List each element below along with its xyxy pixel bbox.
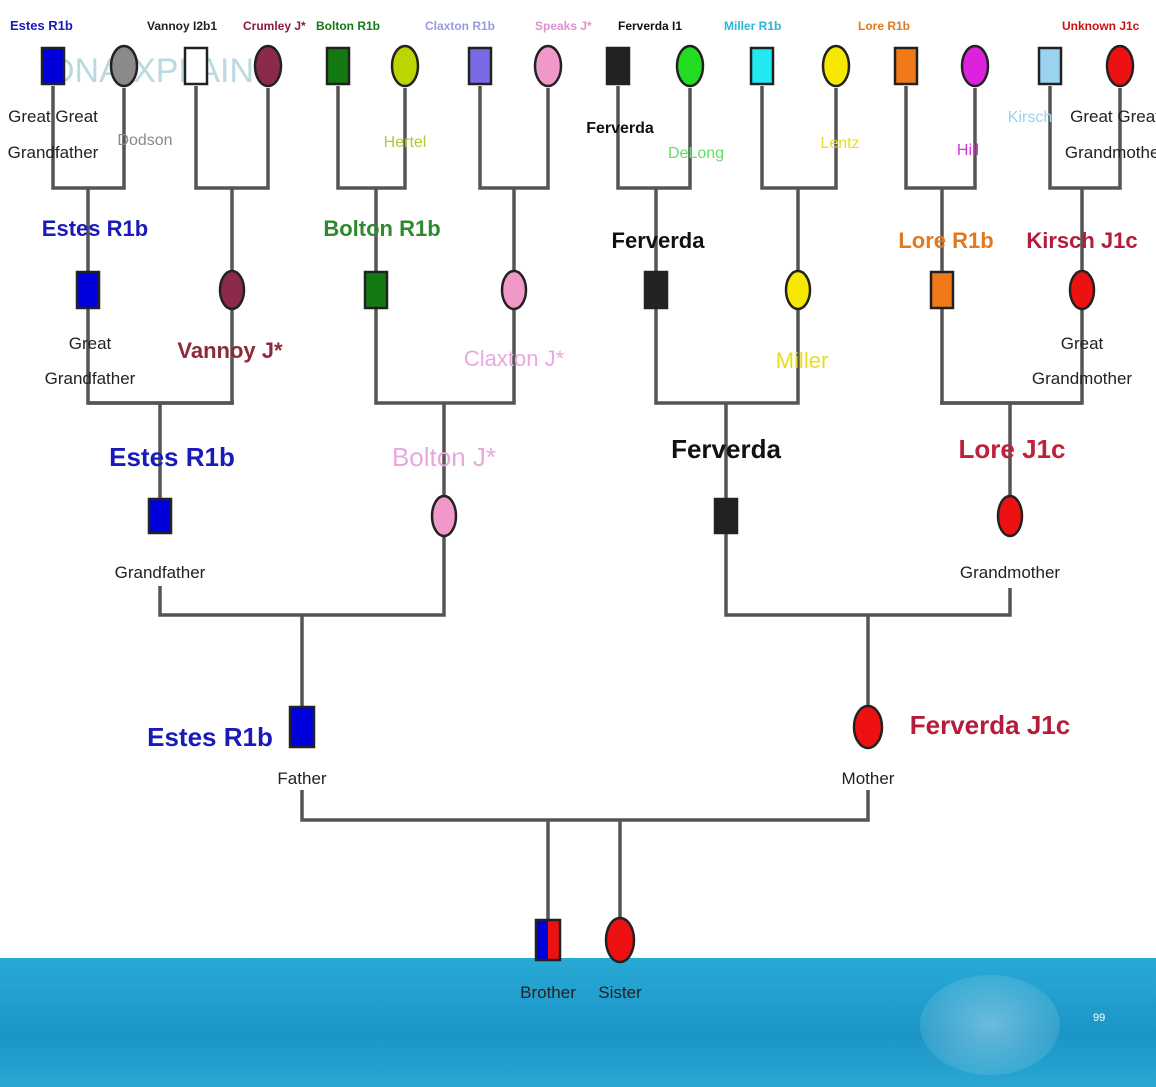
- ggf-kirsch-label: Kirsch: [1008, 109, 1052, 126]
- ggf-kirsch-square-symbol: [1037, 46, 1063, 86]
- watermark-text: DNA-XPLAIN: [50, 52, 254, 90]
- ggm-speaks-circle-symbol: [533, 44, 563, 88]
- gen1-pair-3-line: [478, 86, 550, 190]
- father-role-label: Father: [277, 769, 326, 788]
- g-lore-label: Lore J1c: [959, 434, 1066, 464]
- gen1-pair-2-line: [336, 86, 407, 190]
- gm-vannoy-label: Vannoy J*: [177, 338, 283, 363]
- gf-bolton-square-symbol: [363, 270, 389, 310]
- ggm-hertel-circle-symbol: [390, 44, 420, 88]
- h-ferverda-header: Ferverda I1: [618, 19, 682, 33]
- brother-outline: [534, 918, 562, 962]
- ggm-lentz-label: Lentz: [820, 135, 859, 152]
- h-speaks-header: Speaks J*: [535, 19, 592, 33]
- gm-claxton-label: Claxton J*: [464, 346, 565, 371]
- g-estes-square-symbol: [147, 497, 173, 535]
- great-great-grandfather-label-line2: Grandfather: [8, 143, 99, 162]
- gm-claxton-circle-symbol: [500, 269, 528, 311]
- great-great-grandmother-label-line2: Grandmother: [1065, 143, 1156, 162]
- g-bolton-circle-symbol: [430, 494, 458, 538]
- great-grandmother-label-line2: Grandmother: [1032, 369, 1132, 388]
- great-great-grandfather-label-line1: Great Great: [8, 107, 98, 126]
- gen2-pair-3-line: [940, 308, 1084, 405]
- g-lore-circle-symbol: [996, 494, 1024, 538]
- ggf-estes-square-symbol: [40, 46, 66, 86]
- brother-left-half-symbol: [536, 920, 548, 960]
- sister-role-label: Sister: [598, 983, 642, 1002]
- gf-bolton-label: Bolton R1b: [323, 216, 440, 241]
- parents-line: [300, 790, 870, 822]
- g-estes-label: Estes R1b: [109, 442, 235, 472]
- mother-circle-symbol: [852, 704, 884, 750]
- brother-right-half-symbol: [548, 920, 560, 960]
- h-unknown-header: Unknown J1c: [1062, 19, 1140, 33]
- h-miller-header: Miller R1b: [724, 19, 781, 33]
- ggf-claxton-square-symbol: [467, 46, 493, 86]
- ggm-hertel-label: Hertel: [384, 134, 427, 151]
- brother-role-label: Brother: [520, 983, 576, 1002]
- gf-ferverda-square-symbol: [643, 270, 669, 310]
- father-label: Estes R1b: [147, 722, 273, 752]
- gen1-pair-1-line: [194, 86, 270, 190]
- footer-glow: [920, 975, 1060, 1075]
- great-great-grandmother-label-line1: Great Great: [1070, 107, 1156, 126]
- ggm-delong-circle-symbol: [675, 44, 705, 88]
- ggf-vannoy-square-symbol: [183, 46, 209, 86]
- sister-circle-symbol: [604, 916, 636, 964]
- ggf-miller-square-symbol: [749, 46, 775, 86]
- ggm-dodson-label: Dodson: [117, 132, 172, 149]
- mother-role-label: Mother: [842, 769, 895, 788]
- gf-estes-square-symbol: [75, 270, 101, 310]
- ggm-delong-label: DeLong: [668, 145, 724, 162]
- person-symbols: [40, 44, 1135, 964]
- h-estes-header: Estes R1b: [10, 18, 73, 33]
- ggm-dodson-circle-symbol: [109, 44, 139, 88]
- gm-miller-label: Miller: [776, 348, 829, 373]
- ggf-ferverda-square-symbol: [605, 46, 631, 86]
- gf-lore-label: Lore R1b: [898, 228, 993, 253]
- ggm-hill-circle-symbol: [960, 44, 990, 88]
- slide-page-number: 99: [1093, 1012, 1106, 1024]
- ggm-crumley-circle-symbol: [253, 44, 283, 88]
- great-grandfather-label-line2: Grandfather: [45, 369, 136, 388]
- ggm-unknown-circle-symbol: [1105, 44, 1135, 88]
- father-square-symbol: [288, 705, 316, 749]
- g-ferverda-label: Ferverda: [671, 434, 781, 464]
- gen1-pair-7-line: [1048, 86, 1122, 190]
- h-lore-header: Lore R1b: [858, 19, 910, 33]
- h-bolton-header: Bolton R1b: [316, 19, 380, 33]
- ggf-lore-square-symbol: [893, 46, 919, 86]
- h-claxton-header: Claxton R1b: [425, 19, 495, 33]
- gen1-pair-4-line: [616, 86, 692, 190]
- great-grandmother-label-line1: Great: [1061, 334, 1104, 353]
- gf-ferverda-label: Ferverda: [612, 228, 706, 253]
- gm-kirsch-label: Kirsch J1c: [1026, 228, 1137, 253]
- h-vannoy-header: Vannoy I2b1: [147, 19, 217, 33]
- footer-band: [0, 958, 1156, 1087]
- h-crumley-header: Crumley J*: [243, 19, 306, 33]
- gen1-pair-0-line: [51, 86, 126, 190]
- ggf-bolton-square-symbol: [325, 46, 351, 86]
- gen1-ferverda-label: Ferverda: [586, 120, 654, 137]
- gen1-pair-6-line: [904, 86, 977, 190]
- gf-lore-square-symbol: [929, 270, 955, 310]
- gf-estes-label: Estes R1b: [42, 216, 148, 241]
- person-labels: Estes R1b Vannoy I2b1 Crumley J* Bolton R1b…: [8, 18, 1156, 1002]
- ggm-lentz-circle-symbol: [821, 44, 851, 88]
- g-ferverda-square-symbol: [713, 497, 739, 535]
- gm-vannoy-circle-symbol: [218, 269, 246, 311]
- connector-lines: [51, 86, 1122, 920]
- gm-miller-circle-symbol: [784, 269, 812, 311]
- ggm-hill-label: Hill: [957, 142, 979, 159]
- great-grandfather-label-line1: Great: [69, 334, 112, 353]
- g-bolton-label: Bolton J*: [392, 442, 496, 472]
- gm-kirsch-circle-symbol: [1068, 269, 1096, 311]
- mother-label: Ferverda J1c: [910, 710, 1070, 740]
- grandfather-role-label: Grandfather: [115, 563, 206, 582]
- grandmother-role-label: Grandmother: [960, 563, 1060, 582]
